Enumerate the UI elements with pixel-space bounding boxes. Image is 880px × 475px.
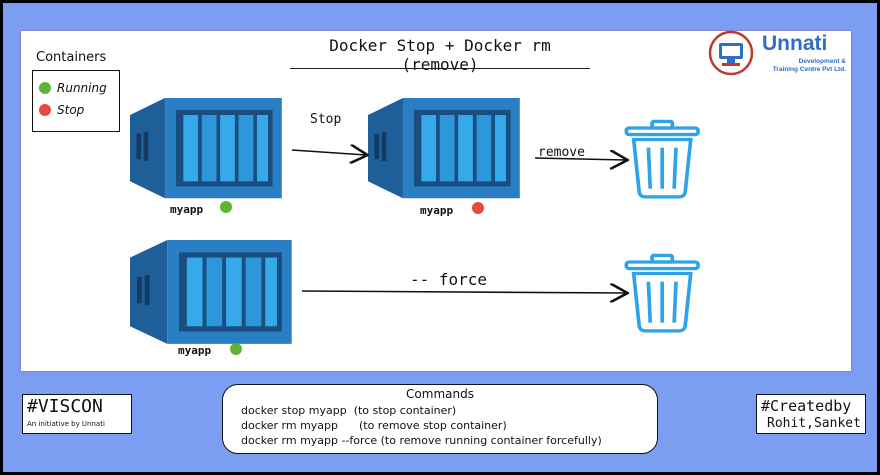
- container-2: [368, 98, 520, 199]
- legend: Running Stop: [32, 70, 120, 132]
- viscon-subtitle: An initiative by Unnati: [27, 420, 105, 428]
- running-status-dot-1: [220, 201, 232, 213]
- remove-arrow: [534, 158, 626, 160]
- command-line: docker rm myapp (to remove stop containe…: [241, 419, 507, 432]
- unnati-emblem-icon: [708, 30, 754, 76]
- commands-box: Commands docker stop myapp (to stop cont…: [222, 384, 658, 454]
- created-by-tag: #Createdby: [761, 397, 852, 415]
- container-3: [130, 240, 292, 344]
- created-by-badge: #Createdby Rohit,Sanket: [756, 394, 866, 434]
- command-line: docker rm myapp --force (to remove runni…: [241, 434, 602, 447]
- container-label-2: myapp: [420, 204, 454, 217]
- legend-label: Running: [57, 81, 107, 95]
- stop-arrow-label: Stop: [310, 112, 342, 127]
- remove-arrow-label: remove: [538, 145, 585, 160]
- legend-title: Containers: [36, 50, 107, 65]
- command-line: docker stop myapp (to stop container): [241, 404, 457, 417]
- force-arrow-label: -- force: [410, 270, 488, 289]
- legend-item-stop: Stop: [39, 103, 84, 117]
- logo-subtitle: Development & Training Centre Pvt Ltd.: [762, 58, 846, 74]
- unnati-logo: Unnati Development & Training Centre Pvt…: [708, 30, 848, 76]
- trash-can-2-icon: [624, 253, 700, 333]
- stopped-status-dot-2: [472, 202, 484, 214]
- container-1: [130, 98, 282, 199]
- viscon-tag: #VISCON: [27, 396, 103, 417]
- force-arrow: [301, 291, 626, 293]
- title-underline: [290, 68, 590, 69]
- legend-item-running: Running: [39, 81, 107, 95]
- running-status-dot-3: [230, 343, 242, 355]
- stop-arrow: [291, 150, 366, 155]
- diagram-title: Docker Stop + Docker rm (remove): [329, 36, 551, 74]
- logo-subtitle-line: Training Centre Pvt Ltd.: [772, 66, 846, 73]
- running-dot-icon: [39, 82, 51, 94]
- logo-subtitle-line: Development &: [798, 58, 846, 65]
- trash-can-1-icon: [624, 119, 700, 199]
- logo-name: Unnati: [762, 32, 828, 55]
- commands-title: Commands: [406, 387, 474, 401]
- container-label-1: myapp: [170, 203, 204, 216]
- stopped-dot-icon: [39, 104, 51, 116]
- container-label-3: myapp: [178, 344, 212, 357]
- legend-label: Stop: [57, 103, 85, 117]
- created-by-names: Rohit,Sanket: [767, 416, 861, 431]
- viscon-badge: #VISCON An initiative by Unnati: [22, 394, 132, 434]
